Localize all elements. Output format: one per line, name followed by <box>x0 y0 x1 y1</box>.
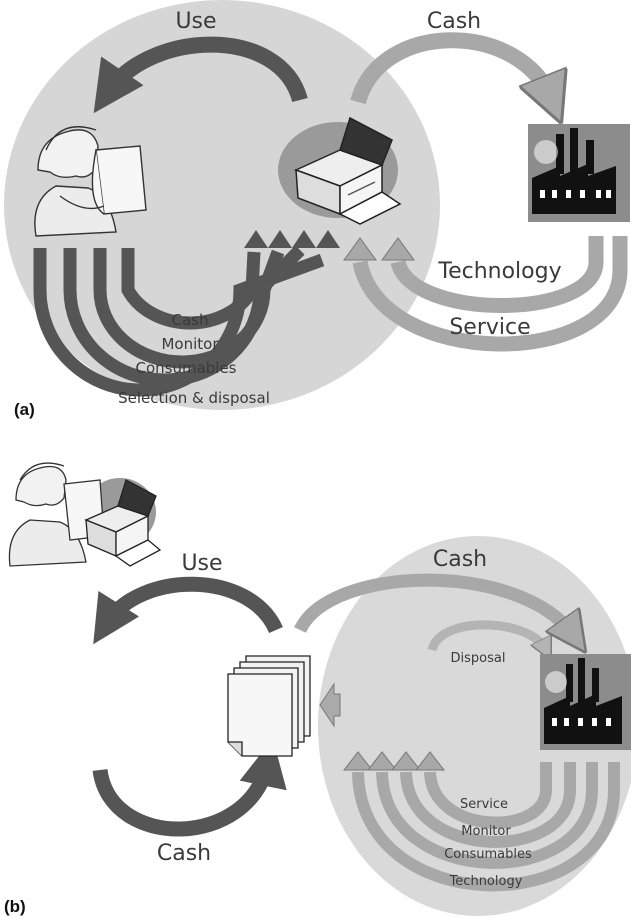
cash-label-b-bottom: Cash <box>157 841 211 866</box>
right-flow-arrowheads-b <box>342 751 446 771</box>
cash-arrow-b-top <box>294 573 574 636</box>
use-arrow <box>93 36 308 114</box>
printer-icon <box>84 479 162 567</box>
cash-arrow <box>350 32 552 102</box>
cash-flow-label-a: Cash <box>172 311 209 329</box>
technology-label-b: Technology <box>449 874 523 889</box>
selection-disposal-label: Selection & disposal <box>118 389 270 407</box>
factory-icon <box>540 654 631 750</box>
disposal-arrow <box>427 620 546 650</box>
panel-b-label: (b) <box>4 897 26 916</box>
monitor-label-a: Monitor <box>161 335 219 353</box>
consumables-label-b: Consumables <box>444 847 532 862</box>
left-flow-arrows <box>33 245 325 397</box>
use-label-a: Use <box>175 9 216 34</box>
monitor-label-b: Monitor <box>461 824 511 839</box>
technology-label: Technology <box>437 259 561 284</box>
printer-icon <box>294 116 402 225</box>
cash-label-b-top: Cash <box>433 547 487 572</box>
right-flow-arrowheads <box>343 237 415 261</box>
use-label-b: Use <box>181 551 222 576</box>
panel-a: Use Cash Technology Service Cash Monitor… <box>4 0 630 419</box>
documents-icon <box>227 655 311 757</box>
left-pointing-arrow <box>319 682 341 728</box>
cash-arrow-b-bottom <box>92 738 287 837</box>
factory-icon <box>528 124 630 222</box>
right-flow-arrows <box>352 236 628 352</box>
disposal-label: Disposal <box>451 651 506 666</box>
panel-a-label: (a) <box>14 400 35 419</box>
panel-b: Use Cash Cash Disposal Service Monitor C… <box>4 462 631 916</box>
user-icon <box>34 126 147 237</box>
consumables-label-a: Consumables <box>135 359 236 377</box>
user-icon <box>8 462 105 567</box>
use-arrow-b <box>93 576 283 645</box>
service-label-a: Service <box>449 315 530 340</box>
service-label-b: Service <box>460 797 508 812</box>
cash-label-a: Cash <box>427 9 481 34</box>
right-flow-arrows-b <box>352 762 620 892</box>
left-flow-arrowheads <box>244 230 340 248</box>
